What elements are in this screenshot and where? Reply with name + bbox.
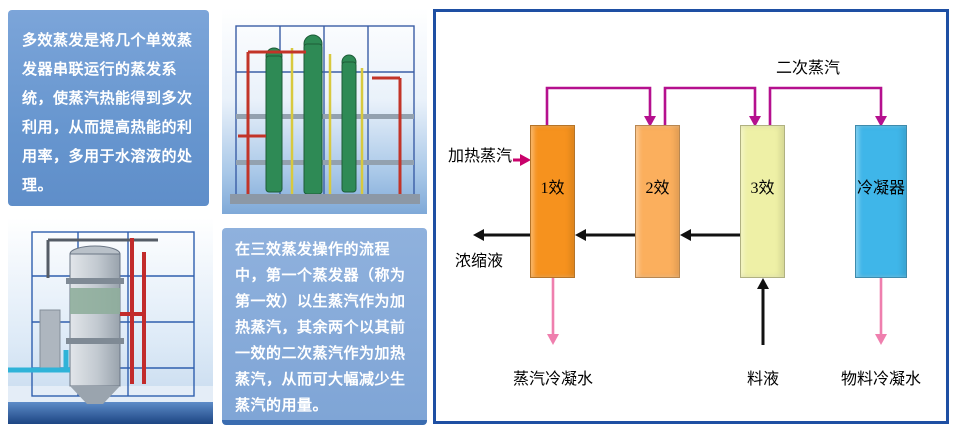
flow-diagram-panel: 1效 2效 3效 冷凝器 加热蒸汽 二次蒸汽 浓缩液 蒸汽冷凝水 料液 物料冷凝… [433, 9, 949, 424]
vessel-effect-3: 3效 [740, 125, 785, 278]
vessel-effect-2-label: 2效 [645, 180, 670, 197]
condensate-lines [551, 278, 883, 336]
vessel-condenser: 冷凝器 [855, 125, 907, 278]
intro-text-card: 多效蒸发是将几个单效蒸发器串联运行的蒸发系统，使蒸汽热能得到多次利用，从而提高热… [8, 10, 209, 206]
evaporator-vessel-image [8, 218, 213, 424]
process-text: 在三效蒸发操作的流程中，第一个蒸发器（称为第一效）以生蒸汽作为加热蒸汽，其余两个… [235, 241, 406, 414]
vessel-condenser-label: 冷凝器 [856, 180, 905, 197]
flow-lines [473, 86, 887, 345]
steam-condensate-label: 蒸汽冷凝水 [512, 371, 594, 388]
condensate-arrowhead-icons [547, 334, 887, 345]
secondary-steam-label: 二次蒸汽 [775, 60, 841, 77]
vessel-effect-2: 2效 [635, 125, 680, 278]
process-text-card: 在三效蒸发操作的流程中，第一个蒸发器（称为第一效）以生蒸汽作为加热蒸汽，其余两个… [222, 228, 427, 425]
liquid-flow-lines [484, 233, 765, 345]
evaporator-vessel-illustration [8, 218, 213, 424]
vessel-effect-1-label: 1效 [540, 180, 565, 197]
vessel-effect-1: 1效 [530, 125, 575, 278]
feed-label: 料液 [746, 371, 780, 388]
liquid-flow-arrowhead-icons [473, 229, 769, 289]
evaporation-plant-image [222, 8, 427, 214]
vessel-effect-3-label: 3效 [750, 180, 775, 197]
secondary-steam-arrowhead-icons [644, 116, 887, 127]
heating-steam-arrowhead-icon [520, 154, 531, 166]
intro-text: 多效蒸发是将几个单效蒸发器串联运行的蒸发系统，使蒸汽热能得到多次利用，从而提高热… [22, 32, 193, 194]
evaporation-plant-illustration [222, 8, 427, 214]
secondary-steam-lines [545, 86, 883, 125]
concentrate-label: 浓缩液 [455, 253, 504, 270]
material-condensate-label: 物料冷凝水 [840, 371, 922, 388]
heating-steam-label: 加热蒸汽 [448, 148, 513, 165]
